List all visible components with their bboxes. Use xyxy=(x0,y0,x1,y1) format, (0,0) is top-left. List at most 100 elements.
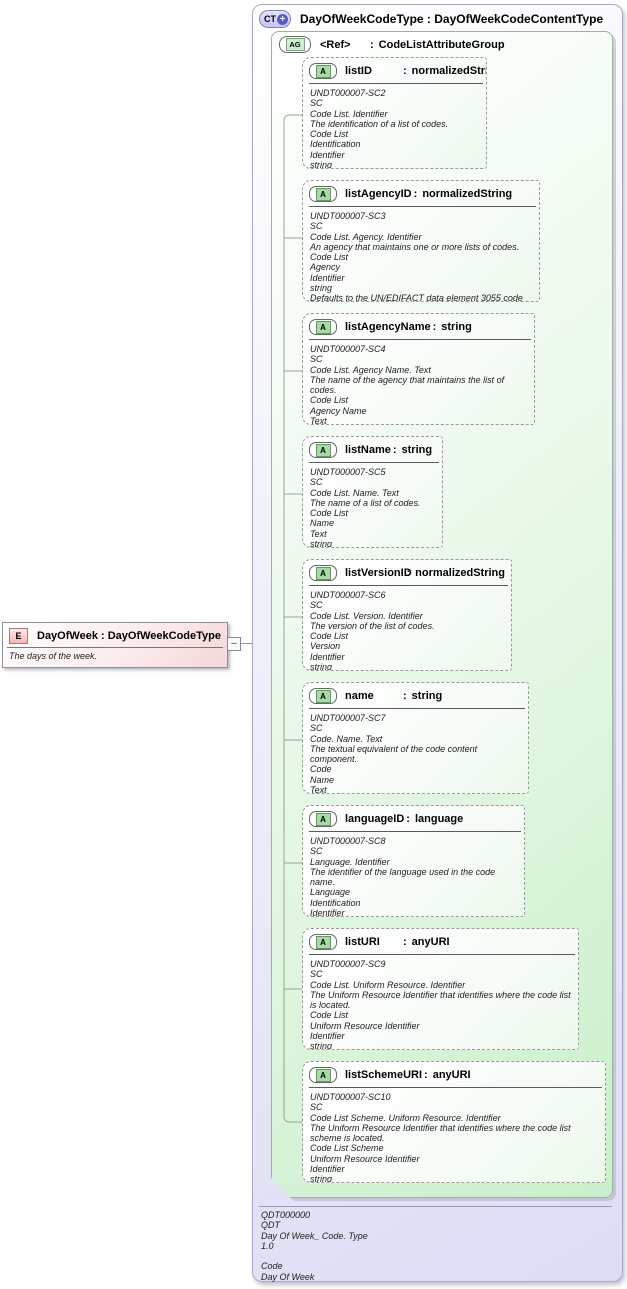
attribute-type: anyURI xyxy=(432,1069,471,1081)
attribute-name: listURI xyxy=(345,936,380,948)
attribute-name: name xyxy=(345,690,374,702)
annotation-line: The Uniform Resource Identifier that ide… xyxy=(310,1122,571,1144)
element-icon: E xyxy=(9,628,28,644)
annotation-line: Identifier xyxy=(310,149,345,160)
annotation-line: SC xyxy=(310,600,323,611)
annotation-line: Code. Name. Text xyxy=(310,733,383,744)
attribute-header: A listID : normalizedString xyxy=(303,58,486,81)
annotation-line: SC xyxy=(310,969,323,980)
attribute-type: normalizedString xyxy=(422,188,513,200)
annotation-line: Name xyxy=(310,518,335,529)
annotation-line: Code List xyxy=(310,129,349,140)
element-box: E DayOfWeek : DayOfWeekCodeType The days… xyxy=(2,622,228,668)
attribute-header: A languageID : language xyxy=(303,806,524,829)
colon: : xyxy=(403,690,407,702)
annotation-line: UNDT000007-SC9 xyxy=(310,959,386,969)
annotation-line: Code xyxy=(310,764,332,775)
colon: : xyxy=(424,1069,428,1081)
annotation-line: string xyxy=(310,1041,333,1050)
colon: : xyxy=(432,321,437,333)
annotation-line: UNDT000007-SC6 xyxy=(310,590,386,600)
annotation-line: The identifier of the language used in t… xyxy=(310,866,496,888)
annotation-line: SC xyxy=(310,221,323,232)
header-divider xyxy=(309,206,536,207)
annotation-line: Language xyxy=(310,887,351,898)
attribute-header: A listURI : anyURI xyxy=(303,929,578,952)
annotation-line: Defaults to the UN/EDIFACT data element … xyxy=(310,293,523,302)
attribute-name: listSchemeURI xyxy=(345,1069,423,1081)
annotation-line: string xyxy=(310,283,333,294)
header-divider xyxy=(309,339,531,340)
ct-icon-label: CT xyxy=(264,14,276,24)
annotation-line: Identifier xyxy=(310,1164,345,1175)
attribute-group-name: <Ref> xyxy=(320,38,351,51)
collapse-toggle[interactable]: – xyxy=(227,637,241,651)
attribute-icon: A xyxy=(309,1067,337,1083)
attribute-icon: A xyxy=(309,186,337,202)
annotation-line: Text xyxy=(310,528,327,539)
annotation-line: UNDT000007-SC7 xyxy=(310,713,386,723)
complex-type-box: CT + DayOfWeekCodeType : DayOfWeekCodeCo… xyxy=(252,4,623,1282)
annotation-line: The identification of a list of codes. xyxy=(310,118,449,129)
attribute-box: A listAgencyID : normalizedString UNDT00… xyxy=(302,180,540,302)
annotation-line: string xyxy=(310,539,333,548)
annotation-line: 1.0 xyxy=(261,1240,274,1251)
annotation-line: An agency that maintains one or more lis… xyxy=(310,241,520,252)
header-divider xyxy=(309,831,521,832)
annotation-line: UNDT000007-SC4 xyxy=(310,344,386,354)
colon: : xyxy=(406,813,410,825)
annotation-line: SC xyxy=(310,98,323,109)
annotation-line: UNDT000007-SC5 xyxy=(310,467,386,477)
attribute-type: string xyxy=(411,690,443,702)
colon: : xyxy=(403,65,407,77)
minus-icon: – xyxy=(231,638,237,649)
element-title: DayOfWeek : DayOfWeekCodeType xyxy=(37,630,222,642)
header-divider xyxy=(309,585,508,586)
colon: : xyxy=(406,567,411,579)
ag-icon-label: AG xyxy=(286,38,305,51)
attribute-group-type: CodeListAttributeGroup xyxy=(378,38,505,51)
documentation-divider xyxy=(259,1206,612,1207)
attribute-name: listVersionID xyxy=(345,567,412,579)
annotation-line: Code List xyxy=(310,395,349,406)
tree-connector xyxy=(272,32,302,1132)
attribute-icon: A xyxy=(309,811,337,827)
annotation-line: Version xyxy=(310,641,341,652)
attribute-box: A listSchemeURI : anyURI UNDT000007-SC10… xyxy=(302,1061,606,1183)
complex-type-title: DayOfWeekCodeType : DayOfWeekCodeContent… xyxy=(300,12,604,26)
annotation-line: Text xyxy=(310,785,327,794)
annotation-line: The Uniform Resource Identifier that ide… xyxy=(310,989,571,1011)
header-divider xyxy=(309,708,525,709)
attribute-header: A listAgencyID : normalizedString xyxy=(303,181,539,204)
annotation-line: Text xyxy=(310,416,327,425)
attribute-type: anyURI xyxy=(411,936,450,948)
attribute-box: A listAgencyName : string UNDT000007-SC4… xyxy=(302,313,535,425)
annotation-line: Code List xyxy=(310,508,349,519)
annotation-line: Identifier xyxy=(310,1031,345,1042)
annotation-line: The name of the agency that maintains th… xyxy=(310,374,505,396)
expand-icon[interactable]: + xyxy=(277,13,288,25)
attribute-box: A listID : normalizedString UNDT000007-S… xyxy=(302,57,487,169)
attribute-icon: A xyxy=(309,565,337,581)
annotation-line: Agency xyxy=(310,262,341,273)
annotation-line: Code List. Agency Name. Text xyxy=(310,364,431,375)
annotation-line: Identifier xyxy=(310,651,345,662)
annotation-line: string xyxy=(310,662,333,671)
annotation-line: SC xyxy=(310,477,323,488)
annotation-line: SC xyxy=(310,1102,323,1113)
annotation-line: UNDT000007-SC2 xyxy=(310,88,386,98)
annotation-line: Agency Name xyxy=(310,405,367,416)
attribute-name: listName xyxy=(345,444,391,456)
attribute-header: A listVersionID : normalizedString xyxy=(303,560,511,583)
header-divider xyxy=(309,1087,602,1088)
annotation-line: The version of the list of codes. xyxy=(310,620,435,631)
